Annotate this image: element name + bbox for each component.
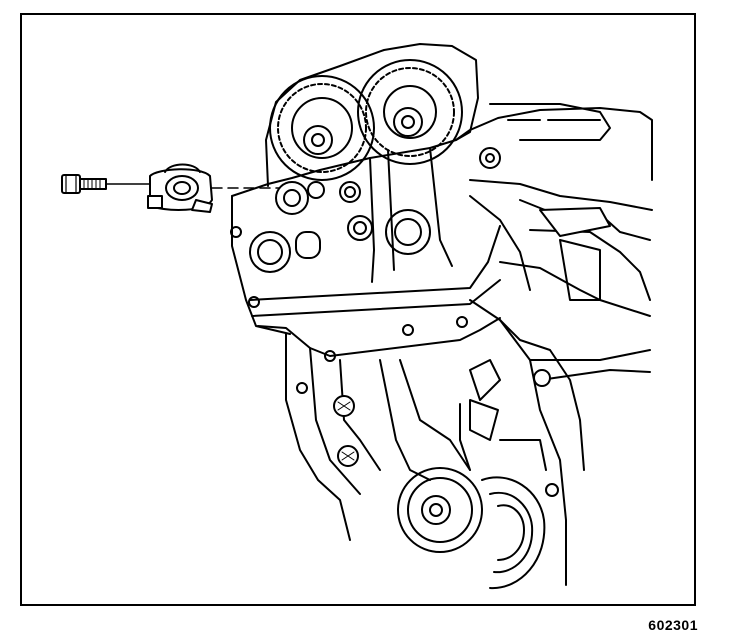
cover-bosses [230,181,431,308]
camshaft-sprocket-right [357,59,463,165]
figure-id-label: 602301 [648,617,698,633]
timing-cover [231,43,501,335]
crankshaft-pulley [397,467,546,590]
bolt [61,174,107,194]
engine-lower-block [257,316,501,541]
lower-bolts [333,395,359,467]
sensor-bracket [147,163,213,213]
engine-block-right [459,299,651,586]
cylinder-head [455,103,653,317]
camshaft-sprocket-left [269,75,375,181]
